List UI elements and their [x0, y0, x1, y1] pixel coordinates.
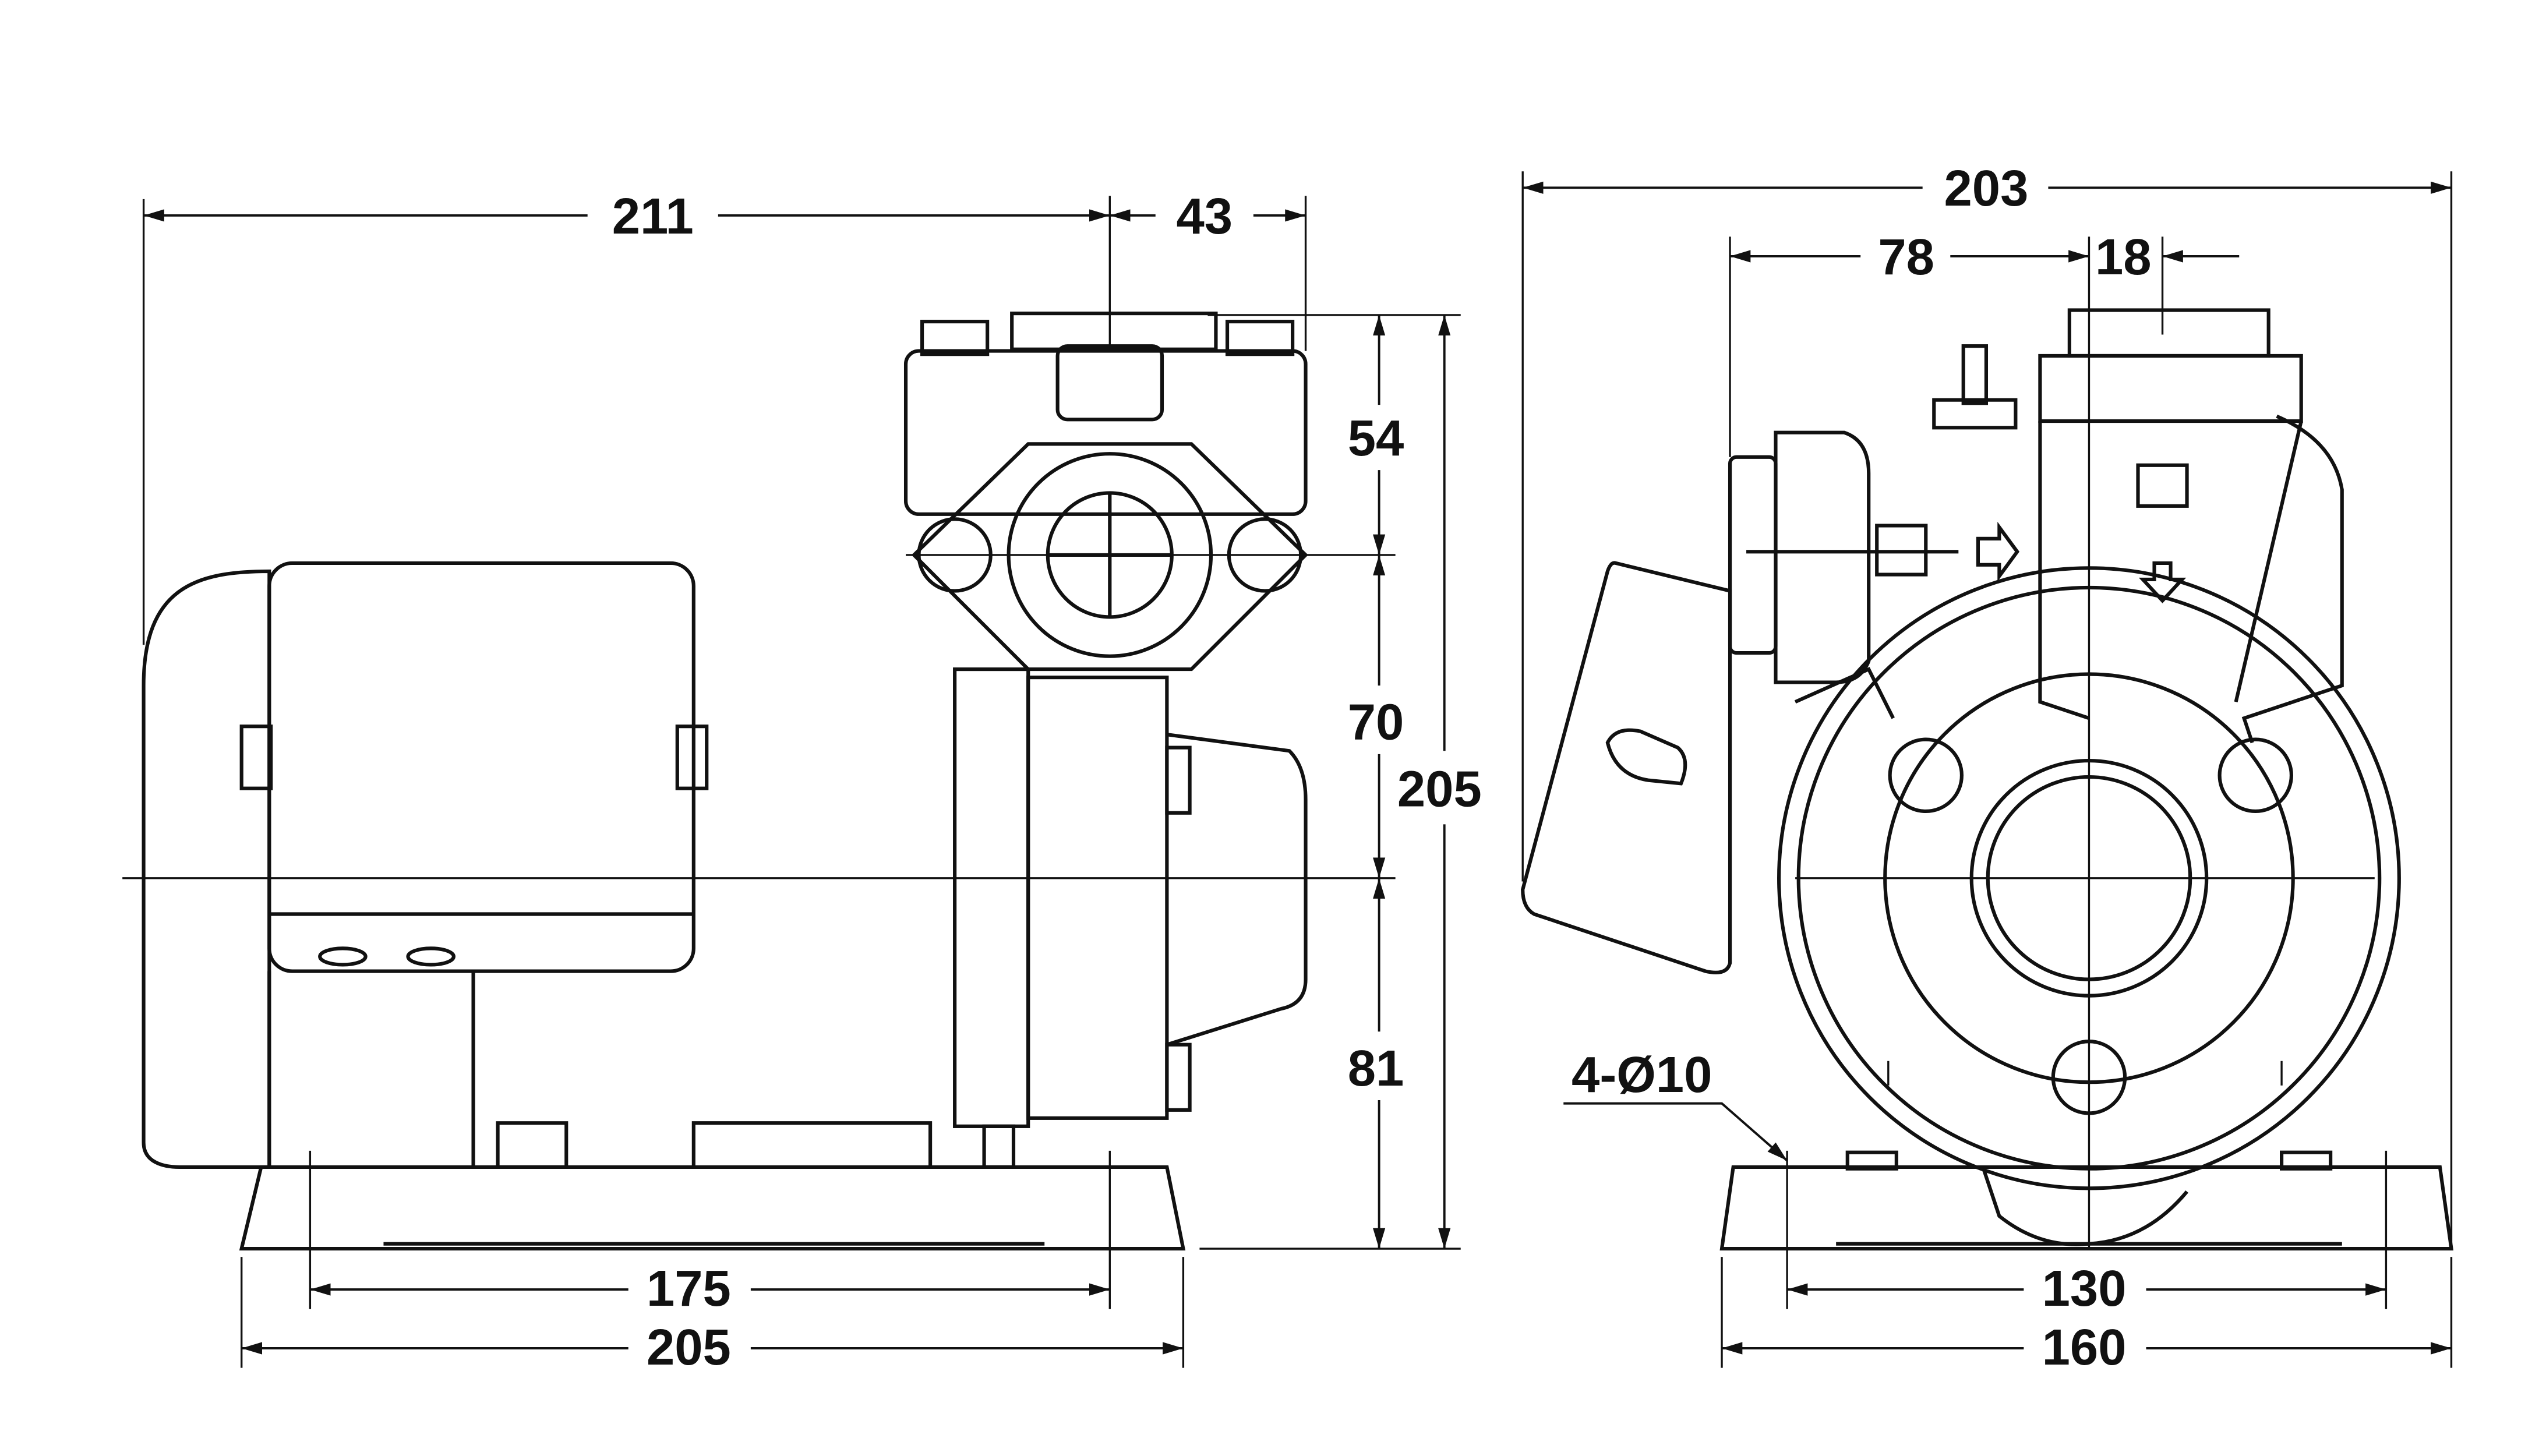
- front-extension-lines: [1521, 171, 2453, 1368]
- dim-base-width: 160: [2042, 1319, 2127, 1376]
- dim-mount-holes: 4-Ø10: [1572, 1047, 1712, 1103]
- side-base: [239, 1165, 1186, 1251]
- terminal-box: [1521, 561, 1732, 974]
- dim-mount-hole-spacing: 175: [647, 1260, 731, 1317]
- side-extension-lines: [122, 196, 1461, 1368]
- dim-left-to-axis: 78: [1878, 229, 1934, 285]
- dim-overall-length: 211: [612, 188, 694, 245]
- front-dimension-lines: [1523, 181, 2452, 1355]
- dim-outlet-offset: 43: [1177, 188, 1233, 245]
- front-pump-head: [1746, 308, 2344, 744]
- front-view: 203 78 18 4-Ø10 130 160: [1521, 160, 2454, 1376]
- dim-axis-height: 81: [1348, 1040, 1404, 1097]
- dim-axis-to-outlet: 18: [2095, 229, 2152, 285]
- pump-head: [903, 312, 1308, 672]
- dim-total-height: 205: [1397, 761, 1482, 818]
- dim-outlet-to-axis: 70: [1348, 694, 1404, 751]
- side-view: 211 43 54 70 205 81 175 205: [122, 188, 1482, 1376]
- dim-outlet-height-top: 54: [1348, 410, 1404, 467]
- dim-base-length: 205: [647, 1319, 731, 1376]
- side-dimension-lines: [143, 209, 1451, 1355]
- motor-body: [142, 561, 933, 1169]
- dim-front-mount-hole-spacing: 130: [2042, 1260, 2127, 1317]
- front-base: [1719, 1165, 2454, 1251]
- pump-casing: [953, 667, 1308, 1169]
- dim-overall-width: 203: [1944, 160, 2028, 217]
